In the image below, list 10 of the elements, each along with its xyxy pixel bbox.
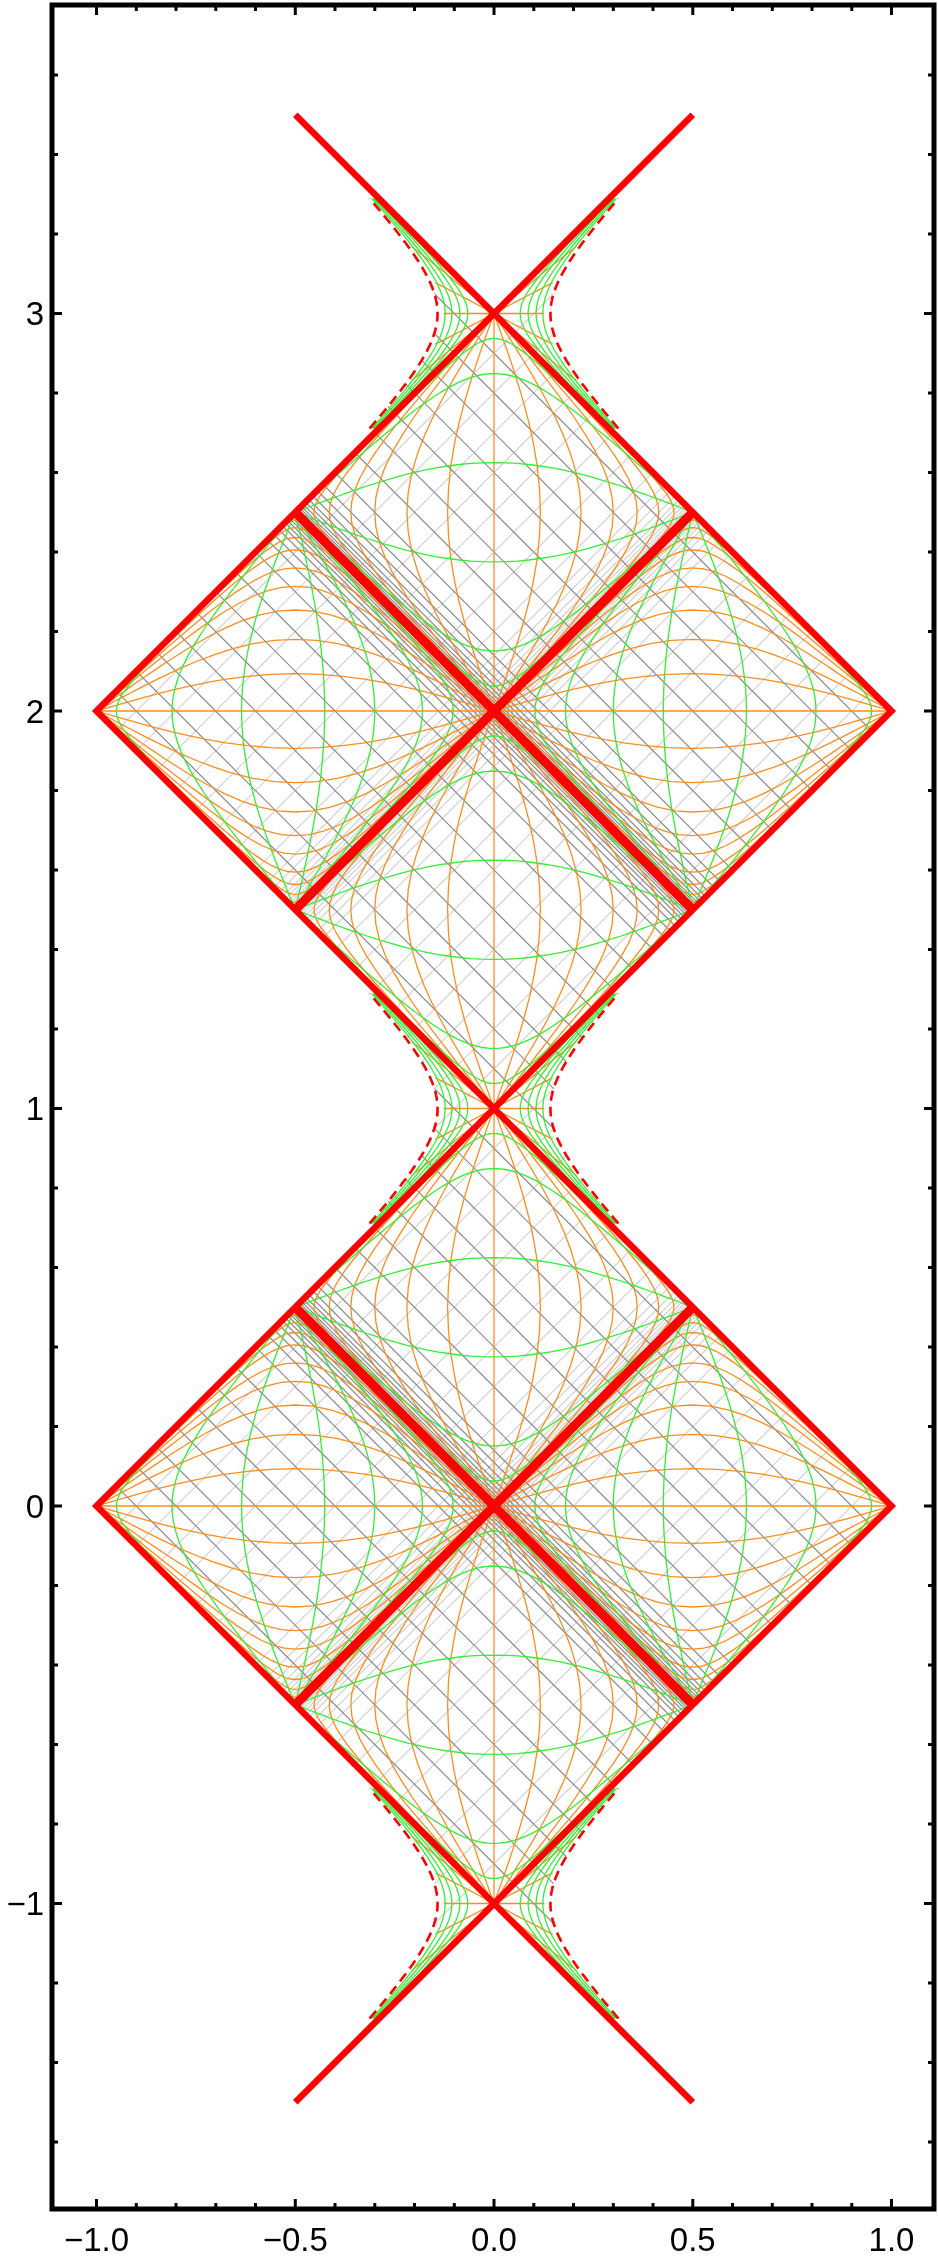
tick-label: 2 — [25, 694, 44, 728]
tick-label: 1 — [25, 1092, 44, 1125]
tick-label: 0.5 — [669, 2223, 716, 2256]
tick-label: 0.0 — [471, 2223, 517, 2256]
tick-label: 3 — [25, 297, 44, 330]
tick-label: 1.0 — [868, 2223, 915, 2256]
tick-label: −1 — [6, 1887, 44, 1920]
tick-label: −0.5 — [262, 2223, 328, 2256]
tick-label: −1.0 — [63, 2223, 130, 2256]
tick-label: 0 — [25, 1489, 44, 1523]
